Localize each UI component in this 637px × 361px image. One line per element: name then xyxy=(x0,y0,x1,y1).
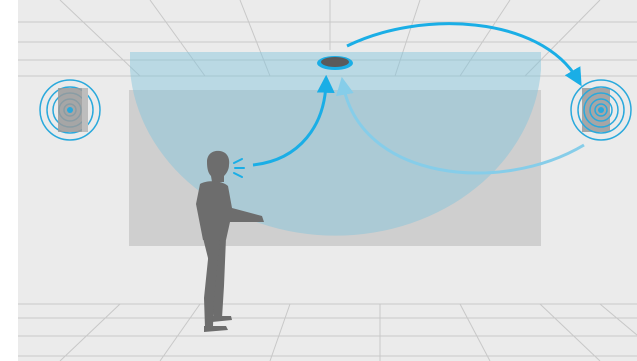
ceiling-microphone-icon xyxy=(317,56,353,70)
